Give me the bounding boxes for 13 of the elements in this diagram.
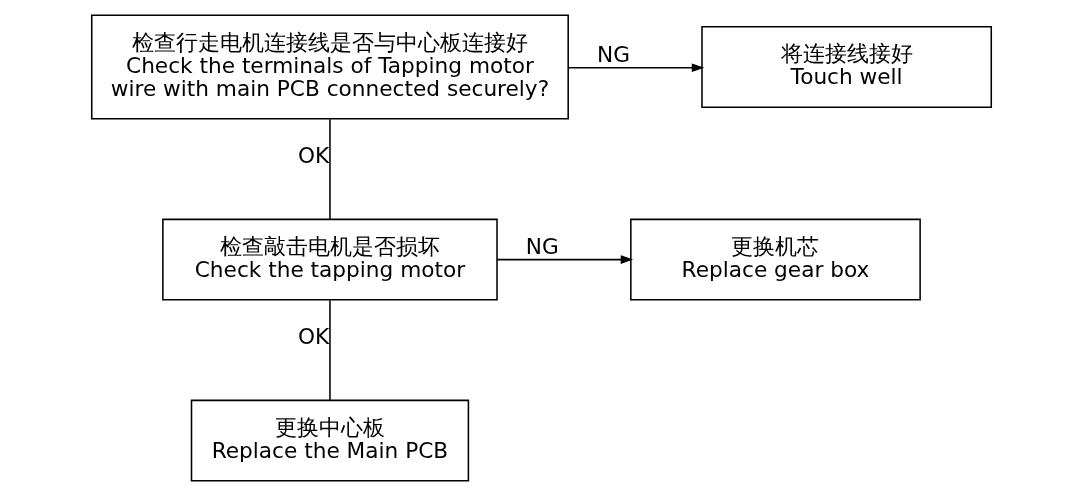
edge-label: NG <box>525 233 559 259</box>
arrow <box>495 254 633 264</box>
node-box: 检查行走电机连接线是否与中心板连接好 Check the terminals of Tapping motor wire with main PCB connected securely? <box>90 13 569 120</box>
edge-label: NG <box>596 41 630 67</box>
edge-label: OK <box>297 142 329 168</box>
node-box: 更换中心板 Replace the Main PCB <box>190 399 469 482</box>
arrow <box>567 62 704 72</box>
node-box: 检查敲击电机是否损坏 Check the tapping motor <box>161 218 498 301</box>
connector <box>328 298 331 401</box>
connector <box>328 117 331 220</box>
node-box: 更换机芯 Replace gear box <box>629 218 921 301</box>
node-box: 将连接线接好 Touch well <box>700 25 992 108</box>
edge-label: OK <box>297 323 329 349</box>
